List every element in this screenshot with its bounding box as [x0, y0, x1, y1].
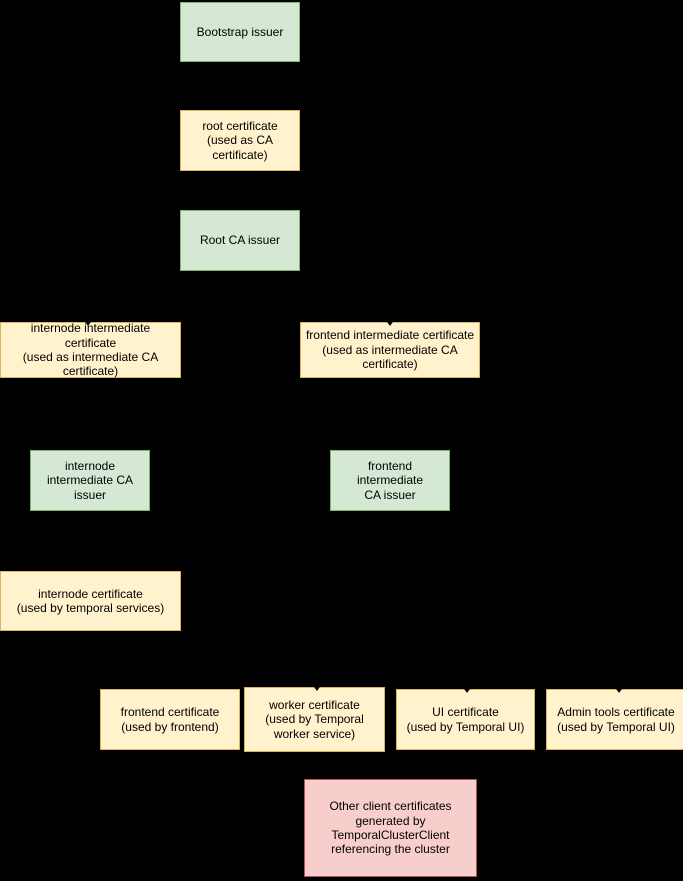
arrowhead-icon [312, 684, 322, 691]
node-ui-certificate: UI certificate (used by Temporal UI) [396, 689, 535, 750]
arrowhead-icon [385, 319, 395, 326]
node-label: Other client certificates generated by T… [329, 799, 452, 857]
node-label: UI certificate (used by Temporal UI) [406, 705, 525, 734]
node-internode-intermediate-certificate: internode intermediate certificate (used… [0, 321, 181, 379]
node-admin-tools-certificate: Admin tools certificate (used by Tempora… [546, 689, 683, 750]
node-frontend-intermediate-ca-issuer: frontend intermediate CA issuer [330, 450, 450, 511]
node-root-certificate: root certificate (used as CA certificate… [180, 110, 300, 171]
node-other-client-certificates: Other client certificates generated by T… [304, 779, 477, 877]
node-label: Admin tools certificate (used by Tempora… [557, 705, 675, 734]
node-label: frontend intermediate certificate (used … [305, 328, 475, 372]
arrowhead-icon [614, 686, 624, 693]
node-label: internode intermediate certificate (used… [22, 321, 159, 379]
node-worker-certificate: worker certificate (used by Temporal wor… [244, 687, 385, 752]
node-internode-intermediate-ca-issuer: internode intermediate CA issuer [30, 450, 150, 511]
node-bootstrap-issuer: Bootstrap issuer [180, 2, 300, 62]
node-frontend-intermediate-certificate: frontend intermediate certificate (used … [300, 322, 480, 378]
node-root-ca-issuer: Root CA issuer [180, 210, 300, 271]
node-internode-certificate: internode certificate (used by temporal … [0, 571, 181, 631]
arrowhead-icon [83, 319, 93, 326]
node-label: Root CA issuer [199, 233, 281, 248]
arrowhead-icon [462, 686, 472, 693]
node-label: internode intermediate CA issuer [46, 458, 134, 502]
node-label: frontend intermediate CA issuer [356, 458, 424, 502]
node-label: Bootstrap issuer [196, 24, 284, 39]
node-label: frontend certificate (used by frontend) [120, 705, 220, 734]
node-label: root certificate (used as CA certificate… [202, 118, 278, 162]
node-label: worker certificate (used by Temporal wor… [265, 697, 364, 741]
node-label: internode certificate (used by temporal … [16, 586, 165, 615]
node-frontend-certificate: frontend certificate (used by frontend) [100, 689, 240, 750]
